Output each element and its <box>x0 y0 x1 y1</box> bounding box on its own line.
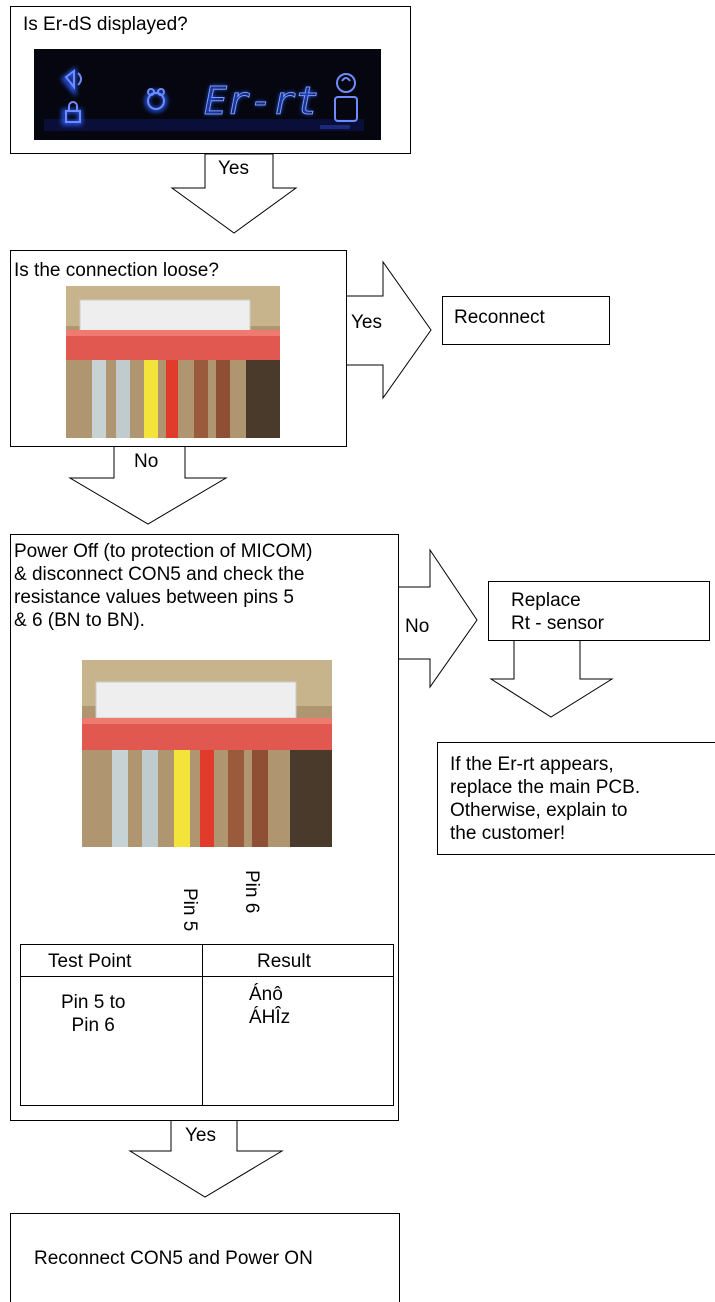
step3-box: Power Off (to protection of MICOM) & dis… <box>10 534 399 1121</box>
child-lock-icon <box>147 88 165 110</box>
replace-box: Replace Rt - sensor <box>488 581 710 641</box>
arrow-down-yes-1 <box>170 153 298 234</box>
yes-label-3: Yes <box>185 1125 216 1146</box>
table-header-test-point: Test Point <box>48 951 132 972</box>
step2-question: Is the connection loose? <box>14 260 219 281</box>
step3-instruction: Power Off (to protection of MICOM) & dis… <box>14 541 313 631</box>
reconnect-text: Reconnect <box>454 307 545 328</box>
reconnect-box: Reconnect <box>442 296 610 345</box>
connector-graphic-1 <box>66 286 280 438</box>
note-text: If the Er-rt appears, replace the main P… <box>450 754 641 844</box>
display-segment-glow: Er-rt <box>204 79 318 123</box>
arrow-down-no-2 <box>68 445 228 525</box>
arrow-down-yes-3 <box>128 1119 284 1198</box>
table-result-value: Ánô ÁHÎz <box>249 984 291 1028</box>
table-header-result-cell: Result <box>202 945 393 977</box>
final-text: Reconnect CON5 and Power ON <box>34 1248 313 1269</box>
no-label-2: No <box>134 451 159 472</box>
step2-box: Is the connection loose? <box>10 250 347 447</box>
note-box: If the Er-rt appears, replace the main P… <box>437 742 715 855</box>
arrow-down-replace <box>489 639 614 718</box>
lock-icon <box>64 69 82 123</box>
step1-question: Is Er-dS displayed? <box>23 14 188 35</box>
pin6-label: Pin 6 <box>241 870 262 914</box>
display-panel-graphic: Er-rt Er-rt <box>34 49 381 140</box>
pin5-label: Pin 5 <box>179 888 200 932</box>
step1-box: Is Er-dS displayed? <box>10 6 411 154</box>
table-test-point-value: Pin 5 to Pin 6 <box>61 992 126 1036</box>
replace-text: Replace Rt - sensor <box>511 590 604 634</box>
table-header-result: Result <box>257 951 311 972</box>
final-box: Reconnect CON5 and Power ON <box>10 1213 400 1302</box>
yes-label-2: Yes <box>351 312 382 333</box>
connector-photo-1 <box>66 286 280 438</box>
arrow-right-no-3 <box>397 548 478 689</box>
person-icon <box>334 73 358 122</box>
table-divider <box>202 976 203 1106</box>
display-segment-text: Er-rt <box>204 79 318 123</box>
connector-photo-2 <box>82 660 332 847</box>
display-panel-photo: Er-rt Er-rt <box>34 49 381 140</box>
arrow-right-yes-2 <box>345 250 432 400</box>
result-table: Test Point Result Pin 5 to Pin 6 Ánô ÁHÎ… <box>20 944 394 1106</box>
connector-graphic-2 <box>82 660 332 847</box>
yes-label-1: Yes <box>218 158 249 179</box>
table-header-test-point-cell: Test Point <box>21 945 203 977</box>
no-label-3: No <box>405 616 430 637</box>
